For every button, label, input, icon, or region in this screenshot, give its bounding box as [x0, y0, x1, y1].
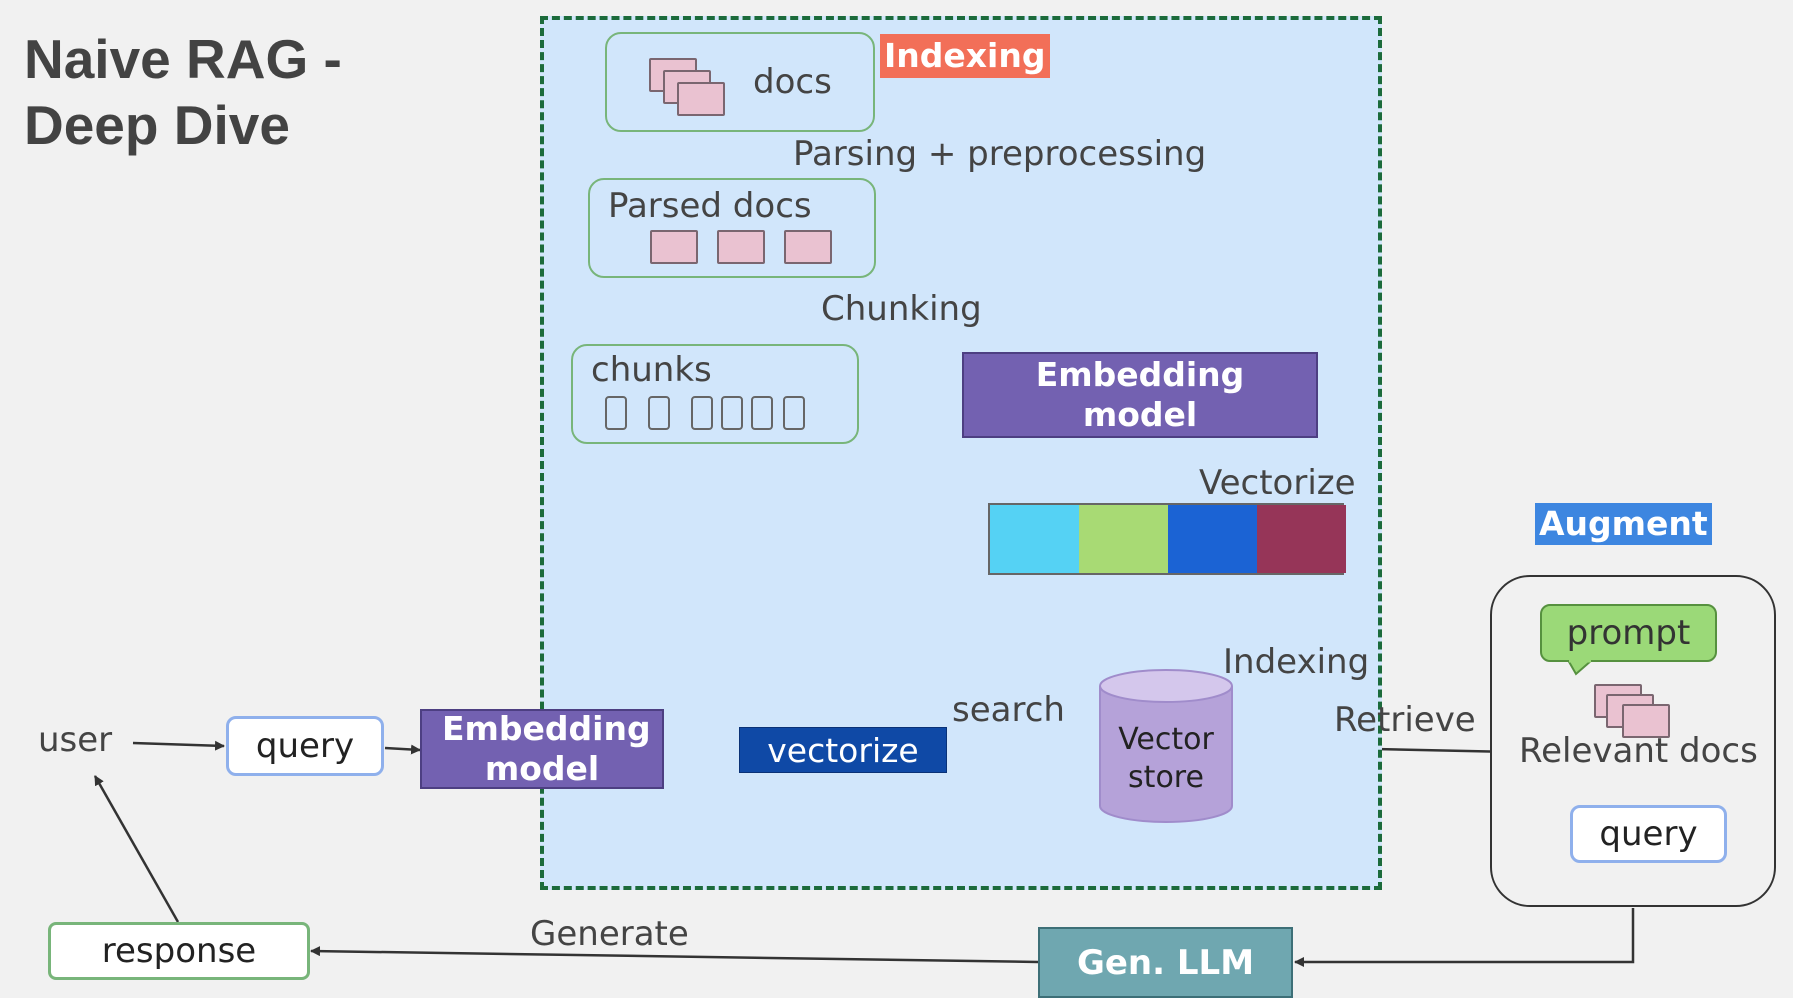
query-label: query — [255, 726, 355, 766]
vector-segment — [990, 505, 1080, 573]
retrieve-label: Retrieve — [1334, 700, 1476, 740]
chunk-icon — [648, 396, 670, 430]
chunk-icon — [721, 396, 743, 430]
gen-llm-label: Gen. LLM — [1076, 942, 1255, 983]
vector-strip — [988, 503, 1346, 575]
parsed-docs-label: Parsed docs — [608, 186, 812, 226]
docs-node: docs — [605, 32, 875, 132]
arrow-user-to-query — [132, 740, 225, 751]
augment-tag: Augment — [1535, 503, 1712, 545]
parsed-doc-icon — [650, 230, 698, 264]
chunks-node: chunks — [571, 344, 859, 444]
embedding-model-index-label: Embedding model — [1035, 355, 1245, 434]
relevant-docs-label: Relevant docs — [1519, 731, 1758, 771]
prompt-label: prompt — [1566, 613, 1691, 653]
arrow-augment-to-llm — [1294, 908, 1635, 967]
embedding-model-index-node: Embedding model — [962, 352, 1318, 438]
chunks-label: chunks — [591, 350, 712, 390]
chunk-icon — [605, 396, 627, 430]
indexing-area — [540, 16, 1382, 890]
embedding-model-query-node: Embedding model — [420, 709, 664, 789]
vectorize-label: Vectorize — [1199, 463, 1356, 503]
vectorize-node-label: vectorize — [767, 730, 919, 770]
query-augment-label: query — [1599, 814, 1698, 854]
response-label: response — [101, 931, 257, 971]
search-label: search — [952, 690, 1065, 730]
page-title: Naive RAG - Deep Dive — [24, 28, 342, 156]
relevant-docs-icon — [1594, 684, 1676, 738]
query-node: query — [226, 716, 384, 776]
gen-llm-node: Gen. LLM — [1038, 927, 1293, 998]
vector-store-label: Vector store — [1118, 722, 1214, 795]
parsed-doc-icon — [784, 230, 832, 264]
chunk-icon — [751, 396, 773, 430]
indexing-tag: Indexing — [880, 34, 1050, 78]
query-augment-node: query — [1570, 805, 1727, 863]
docs-label: docs — [753, 62, 832, 102]
vector-store-node: Vector store — [1098, 668, 1234, 824]
response-node: response — [48, 922, 310, 980]
arrow-response-to-user — [93, 775, 180, 923]
vector-segment — [1079, 505, 1169, 573]
chunk-icon — [691, 396, 713, 430]
cylinder-icon — [1099, 669, 1233, 823]
arrow-llm-to-response — [310, 946, 1039, 964]
prompt-node: prompt — [1540, 604, 1717, 662]
indexing-edge-label: Indexing — [1223, 642, 1370, 682]
arrow-query-to-embedding — [384, 744, 421, 755]
vector-segment — [1257, 505, 1346, 573]
vectorize-node: vectorize — [739, 727, 947, 773]
user-label: user — [38, 720, 113, 760]
speech-tail-icon — [1568, 660, 1594, 676]
embedding-model-query-label: Embedding model — [442, 709, 651, 788]
docs-stack-icon — [649, 58, 729, 118]
parsing-label: Parsing + preprocessing — [793, 134, 1207, 174]
parsed-docs-node: Parsed docs — [588, 178, 876, 278]
parsed-doc-icon — [717, 230, 765, 264]
generate-label: Generate — [530, 914, 689, 954]
vector-segment — [1168, 505, 1258, 573]
chunk-icon — [783, 396, 805, 430]
chunking-label: Chunking — [821, 289, 982, 329]
